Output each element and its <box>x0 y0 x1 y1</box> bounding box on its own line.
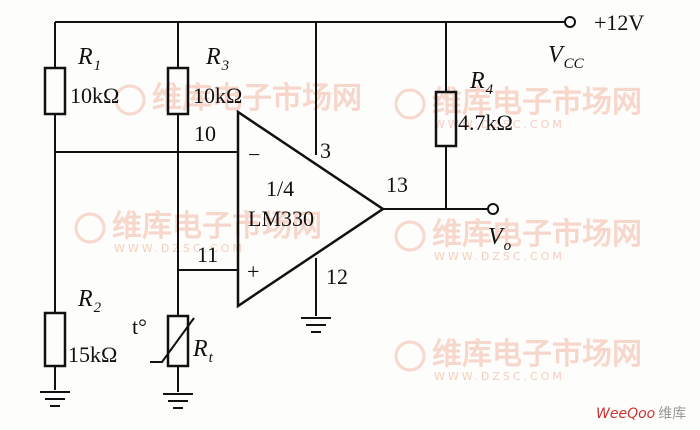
watermark-logo-icon <box>114 84 146 116</box>
ground-opamp-icon <box>301 317 331 333</box>
opamp-model: LM330 <box>248 206 314 231</box>
vcc-label: VCC <box>548 42 585 72</box>
resistor-r3-icon <box>166 66 190 116</box>
resistor-r1-icon <box>43 66 67 116</box>
pin-label-11: 11 <box>197 242 218 267</box>
opamp-fraction: 1/4 <box>266 176 294 201</box>
r4-value: 4.7kΩ <box>458 110 513 135</box>
wires <box>54 21 566 392</box>
watermark-url: WWW.DZSC.COM <box>434 118 565 131</box>
pin-label-12: 12 <box>326 264 348 289</box>
rt-temperature-label: t° <box>132 314 147 339</box>
ground-rt-icon <box>163 393 193 409</box>
r3-name: R3 <box>205 44 229 74</box>
rt-name: Rt <box>192 336 214 366</box>
watermark-layer: 维库电子市场网 WWW.DZSC.COM 维库电子市场网 WWW.DZSC.CO… <box>74 81 642 383</box>
vcc-terminal-icon <box>564 16 576 28</box>
watermark-brand: 维库电子市场网 <box>112 209 322 244</box>
watermark-url: WWW.DZSC.COM <box>434 370 565 383</box>
r1-name: R1 <box>77 44 101 74</box>
watermark-brand: 维库电子市场网 <box>432 85 642 120</box>
thermistor-rt-icon <box>150 314 195 368</box>
output-terminal-icon <box>487 203 499 215</box>
output-label: Vo <box>488 224 512 254</box>
ground-r2-icon <box>40 391 70 407</box>
opamp-plus-sign: + <box>247 259 259 284</box>
watermark-url: WWW.DZSC.COM <box>114 242 245 255</box>
opamp-triangle-icon <box>236 109 386 309</box>
pin-label-10: 10 <box>194 121 216 146</box>
watermark-logo-icon <box>74 212 106 244</box>
pin-label-3: 3 <box>320 138 331 163</box>
resistor-r2-icon <box>43 311 67 368</box>
watermark-brand: 维库电子市场网 <box>432 217 642 252</box>
watermark-brand: 维库电子市场网 <box>432 337 642 372</box>
r2-value: 15kΩ <box>68 342 117 367</box>
watermark-url: WWW.DZSC.COM <box>434 250 565 263</box>
watermark-logo-icon <box>394 340 426 372</box>
r3-value: 10kΩ <box>193 83 242 108</box>
r1-value: 10kΩ <box>70 83 119 108</box>
pin-label-13: 13 <box>386 172 408 197</box>
opamp-minus-sign: − <box>248 142 260 167</box>
watermark-logo-icon <box>394 220 426 252</box>
watermark-logo-icon <box>394 88 426 120</box>
r4-name: R4 <box>469 68 494 98</box>
r2-name: R2 <box>77 286 102 316</box>
supply-voltage: +12V <box>594 10 644 35</box>
resistor-r4-icon <box>434 90 458 148</box>
watermark-brand: 维库电子市场网 <box>152 81 362 116</box>
